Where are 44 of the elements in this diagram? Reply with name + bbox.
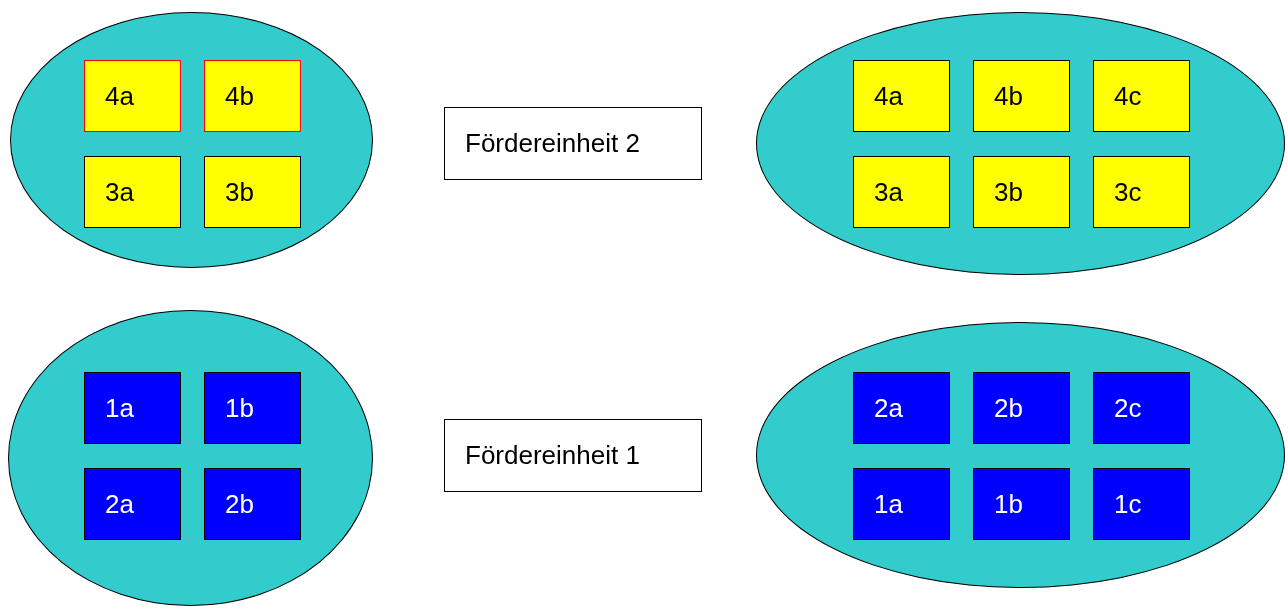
square-box (84, 60, 181, 132)
box-label: 1b (994, 488, 1023, 520)
box-label: 1c (1114, 488, 1142, 520)
box-label: 2b (225, 488, 254, 520)
box-label: 1a (105, 392, 134, 424)
square-box (973, 60, 1070, 132)
box-label: 2a (874, 392, 903, 424)
square-box (1093, 468, 1190, 540)
square-box (853, 468, 950, 540)
box-label: 3a (874, 176, 903, 208)
box-label: 3a (105, 176, 134, 208)
square-box (1093, 60, 1190, 132)
square-box (84, 468, 181, 540)
square-box (853, 156, 950, 228)
box-label: 1b (225, 392, 254, 424)
box-label: 4b (225, 80, 254, 112)
square-box (973, 156, 1070, 228)
square-box (204, 60, 301, 132)
box-label: 4b (994, 80, 1023, 112)
label-box (444, 419, 702, 492)
box-label: 4a (874, 80, 903, 112)
unit-label: Fördereinheit 2 (465, 128, 640, 159)
box-label: 3b (225, 176, 254, 208)
label-box (444, 107, 702, 180)
box-label: 2c (1114, 392, 1142, 424)
box-label: 3c (1114, 176, 1142, 208)
square-box (204, 372, 301, 444)
square-box (853, 372, 950, 444)
square-box (1093, 156, 1190, 228)
square-box (853, 60, 950, 132)
square-box (973, 468, 1070, 540)
square-box (204, 156, 301, 228)
square-box (84, 372, 181, 444)
box-label: 2b (994, 392, 1023, 424)
box-label: 3b (994, 176, 1023, 208)
square-box (1093, 372, 1190, 444)
square-box (84, 156, 181, 228)
square-box (973, 372, 1070, 444)
unit-label: Fördereinheit 1 (465, 440, 640, 471)
square-box (204, 468, 301, 540)
box-label: 4a (105, 80, 134, 112)
box-label: 2a (105, 488, 134, 520)
box-label: 4c (1114, 80, 1142, 112)
box-label: 1a (874, 488, 903, 520)
